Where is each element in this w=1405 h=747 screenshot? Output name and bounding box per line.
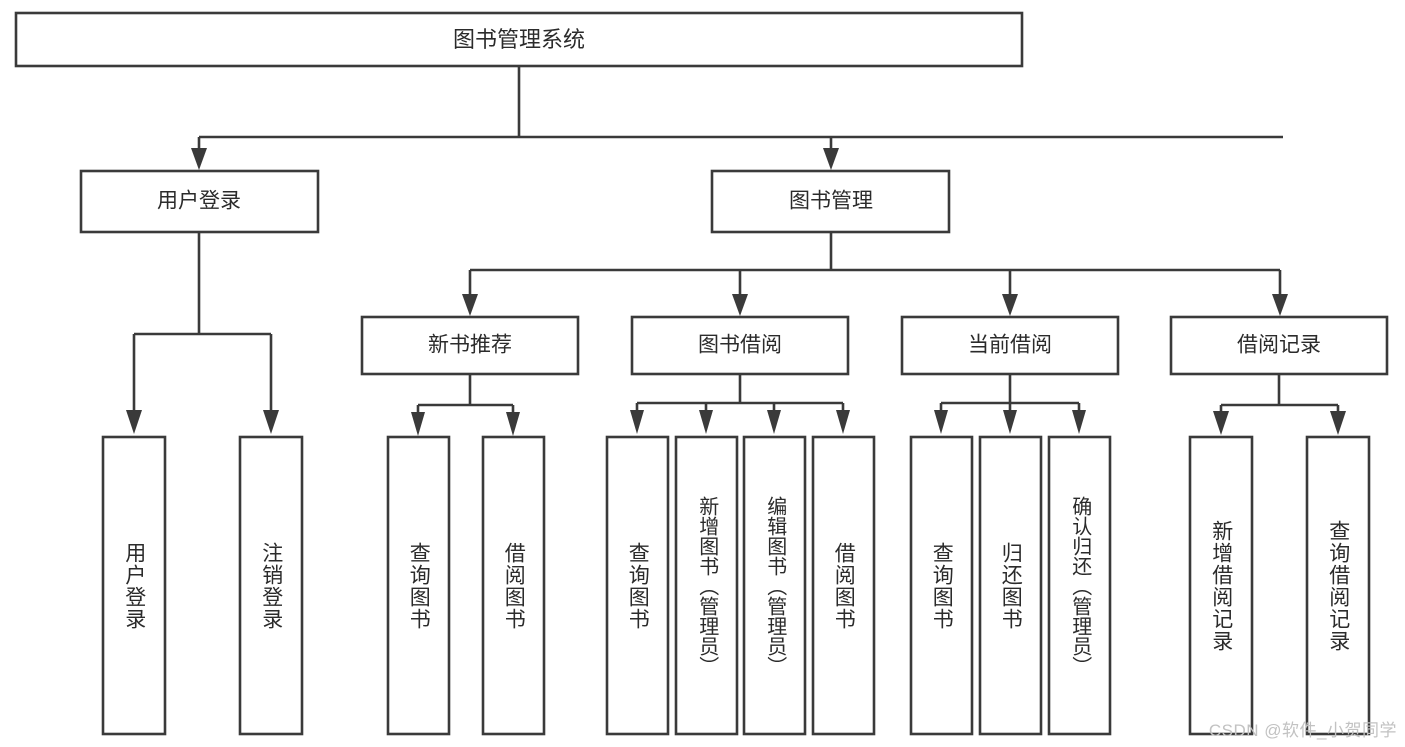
leaf-box-current-0 bbox=[909, 435, 974, 736]
arrow-head-icon bbox=[1003, 410, 1017, 434]
leaf-box-borrow-0 bbox=[605, 435, 670, 736]
arrow-head-icon bbox=[732, 294, 748, 316]
connector-root-to-level2 bbox=[191, 66, 1283, 170]
level2-label-0: 用户登录 bbox=[157, 190, 241, 213]
node-borrow-records: 借阅记录 bbox=[1169, 315, 1389, 376]
level3-box-2 bbox=[900, 315, 1120, 376]
connector-borrow-to-leaves bbox=[630, 374, 850, 434]
connector-userlogin-to-leaves bbox=[126, 232, 279, 434]
level3-label-0: 新书推荐 bbox=[428, 334, 512, 357]
arrow-head-icon bbox=[263, 410, 279, 434]
leaf-box-recommend-0 bbox=[386, 435, 451, 736]
arrow-head-icon bbox=[1072, 410, 1086, 434]
level3-label-3: 借阅记录 bbox=[1237, 334, 1321, 357]
node-new-book-recommend: 新书推荐 bbox=[360, 315, 580, 376]
level2-box-0 bbox=[79, 169, 320, 234]
level3-label-2: 当前借阅 bbox=[968, 334, 1052, 357]
arrow-head-icon bbox=[823, 148, 839, 170]
leaf-box-records-0 bbox=[1188, 435, 1254, 736]
connector-recommend-to-leaves bbox=[411, 374, 520, 436]
root-label: 图书管理系统 bbox=[453, 27, 585, 52]
leaf-box-user-login-0 bbox=[101, 435, 167, 736]
node-root-system: 图书管理系统 bbox=[14, 11, 1024, 68]
node-book-borrow: 图书借阅 bbox=[630, 315, 850, 376]
arrow-head-icon bbox=[836, 410, 850, 434]
arrow-head-icon bbox=[462, 294, 478, 316]
leaf-box-current-2 bbox=[1047, 435, 1112, 736]
leaf-box-user-login-1 bbox=[238, 435, 304, 736]
leaf-box-borrow-1 bbox=[674, 435, 739, 736]
arrow-head-icon bbox=[1002, 294, 1018, 316]
arrow-head-icon bbox=[126, 410, 142, 434]
arrow-head-icon bbox=[699, 410, 713, 434]
leaf-box-records-1 bbox=[1305, 435, 1371, 736]
arrow-head-icon bbox=[1213, 411, 1229, 435]
level3-label-1: 图书借阅 bbox=[698, 334, 782, 357]
arrow-head-icon bbox=[506, 412, 520, 436]
arrow-head-icon bbox=[767, 410, 781, 434]
connector-bookmgmt-to-level3 bbox=[462, 232, 1288, 316]
node-book-management: 图书管理 bbox=[710, 169, 951, 234]
arrow-head-icon bbox=[630, 410, 644, 434]
arrow-head-icon bbox=[1330, 411, 1346, 435]
leaf-box-recommend-1 bbox=[481, 435, 546, 736]
arrow-head-icon bbox=[191, 148, 207, 170]
leaf-box-borrow-2 bbox=[742, 435, 807, 736]
arrow-head-icon bbox=[934, 410, 948, 434]
connector-current-to-leaves bbox=[934, 374, 1086, 434]
arrow-head-icon bbox=[1272, 294, 1288, 316]
level2-label-1: 图书管理 bbox=[789, 190, 873, 213]
node-current-borrow: 当前借阅 bbox=[900, 315, 1120, 376]
level3-box-0 bbox=[360, 315, 580, 376]
root-box bbox=[14, 11, 1024, 68]
node-user-login: 用户登录 bbox=[79, 169, 320, 234]
leaf-box-current-1 bbox=[978, 435, 1043, 736]
leaf-box-borrow-3 bbox=[811, 435, 876, 736]
connector-records-to-leaves bbox=[1213, 374, 1346, 435]
arrow-head-icon bbox=[411, 412, 425, 436]
